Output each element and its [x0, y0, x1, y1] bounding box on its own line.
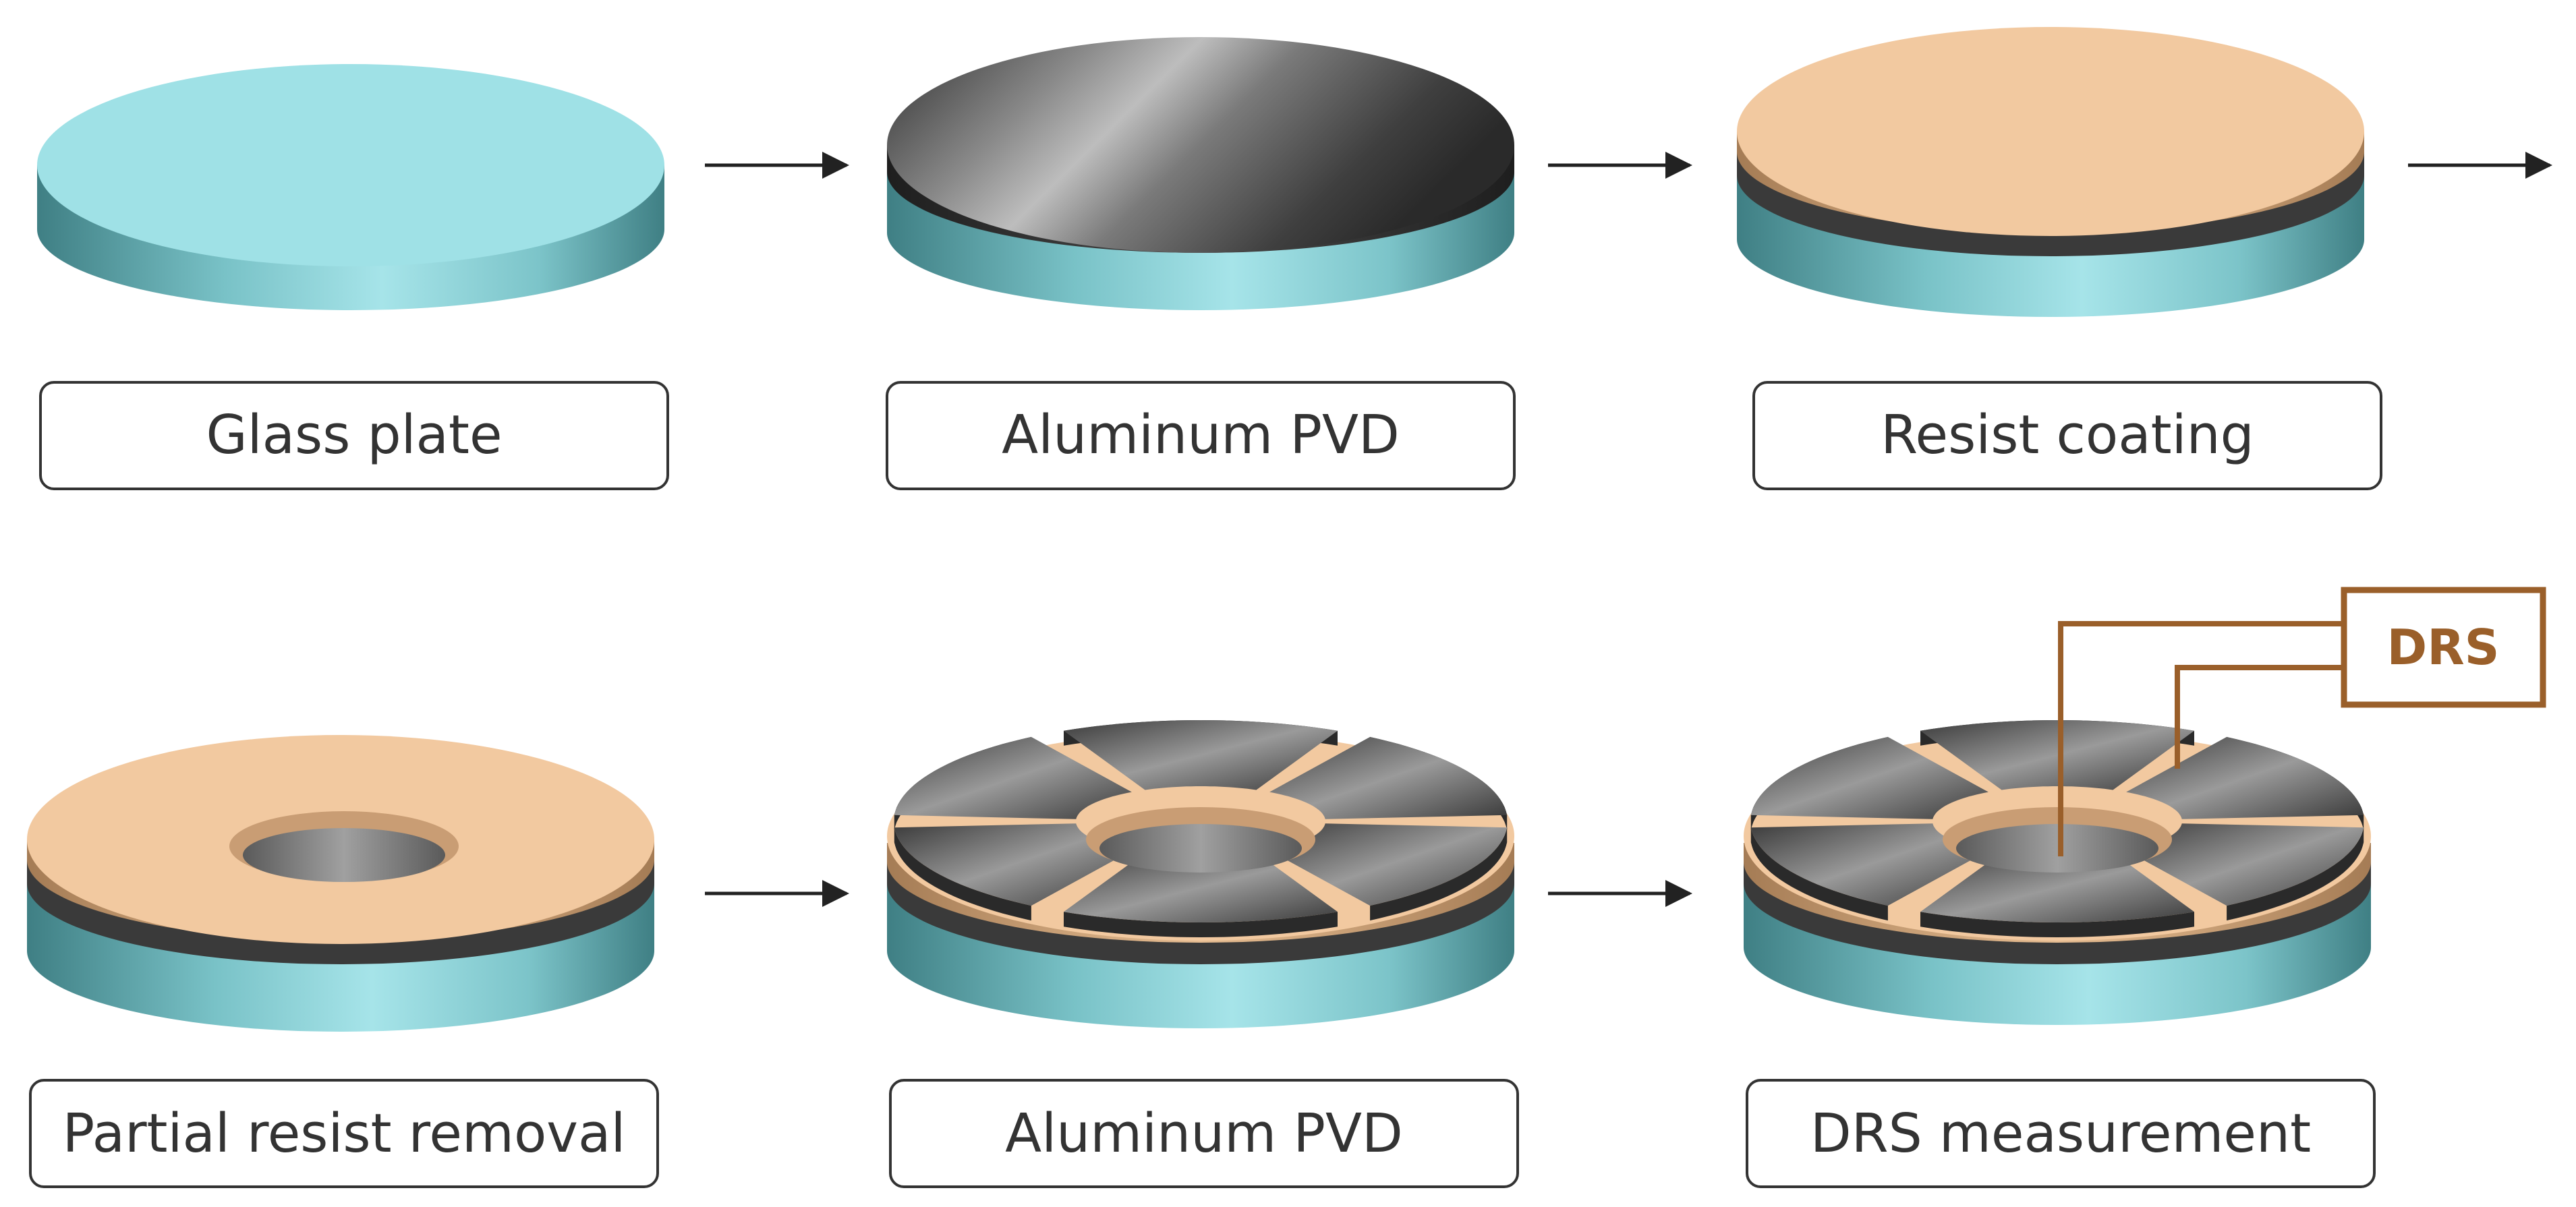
aluminum-segment [1064, 720, 1338, 790]
step-label-text: Partial resist removal [63, 1102, 626, 1165]
aluminum-segment [1269, 823, 1508, 906]
step-label-text: DRS measurement [1810, 1102, 2311, 1165]
aluminum-segment [1920, 720, 2194, 790]
aluminum-segment [1750, 736, 1988, 819]
aluminum-segment [1920, 852, 2194, 922]
step-label-glass-plate: Glass plate [39, 381, 669, 490]
glass-plate-illustration [37, 64, 664, 310]
drs-measurement-plate-illustration [1744, 720, 2371, 1025]
aluminum-segment-side [1370, 827, 1508, 921]
aluminum-segment [1269, 736, 1508, 819]
drs-callout: DRS [2058, 587, 2546, 856]
step-label-text: Aluminum PVD [1002, 404, 1400, 466]
step-label-drs-measurement: DRS measurement [1746, 1079, 2376, 1188]
aluminum-segments [1750, 720, 2364, 937]
aluminum-segment [2126, 736, 2364, 819]
aluminum-segment [894, 823, 1132, 906]
segmented-aluminum-plate-illustration [887, 720, 1514, 1028]
aluminum-segment-side [1920, 912, 2194, 937]
partial-resist-removal-illustration [27, 735, 654, 1032]
step-label-partial-resist-removal: Partial resist removal [29, 1079, 659, 1188]
aluminum-segment-side [2227, 827, 2364, 921]
aluminum-segment [1064, 852, 1338, 922]
resist-coated-plate-illustration [1737, 27, 2364, 317]
step-label-aluminum-pvd-2: Aluminum PVD [889, 1079, 1519, 1188]
aluminum-segment-side [1064, 912, 1338, 937]
step-label-resist-coating: Resist coating [1752, 381, 2382, 490]
aluminum-coated-plate-illustration [887, 37, 1514, 310]
aluminum-segment [1750, 823, 1988, 906]
aluminum-segment-side [894, 827, 1031, 921]
step-label-text: Glass plate [206, 404, 502, 466]
step-label-text: Resist coating [1881, 404, 2254, 466]
drs-callout-label: DRS [2386, 619, 2499, 676]
aluminum-segments [894, 720, 1508, 937]
aluminum-segment-side [1750, 827, 1888, 921]
aluminum-segment [894, 736, 1132, 819]
step-label-aluminum-pvd-1: Aluminum PVD [886, 381, 1516, 490]
step-label-text: Aluminum PVD [1005, 1102, 1403, 1165]
aluminum-segment [2126, 823, 2364, 906]
